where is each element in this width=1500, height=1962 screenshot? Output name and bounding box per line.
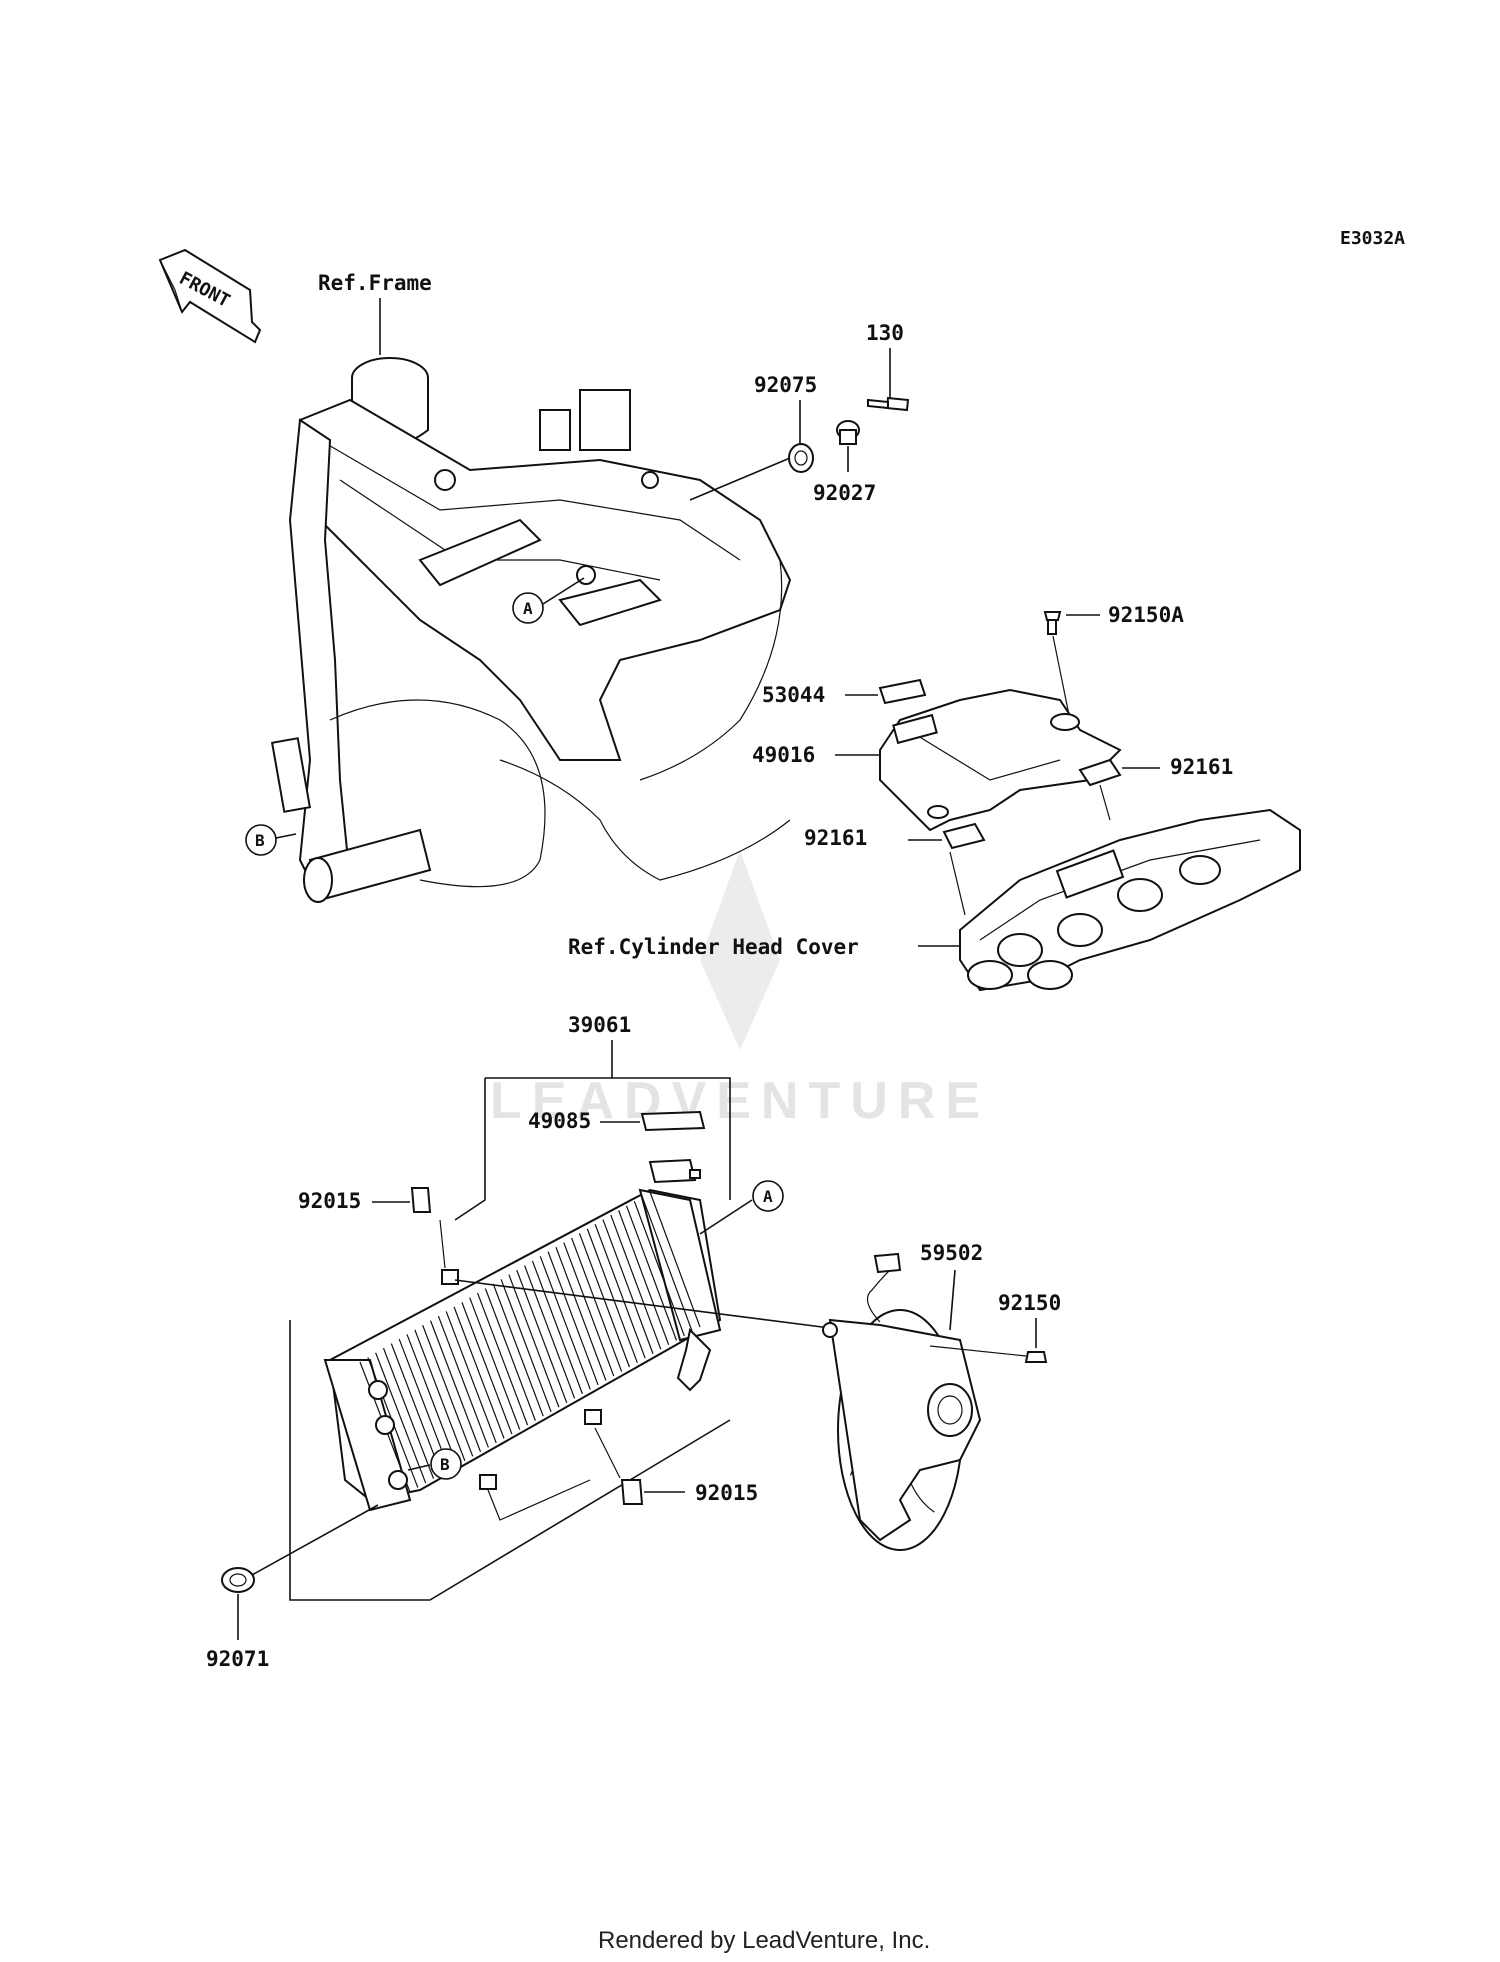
radiator-fin bbox=[555, 1246, 607, 1381]
frame-drawing bbox=[270, 357, 792, 903]
watermark-text: LEADVENTURE bbox=[490, 1072, 990, 1130]
part-label-92015-upper: 92015 bbox=[298, 1189, 361, 1213]
radiator-fin bbox=[508, 1274, 560, 1408]
radiator-fin bbox=[445, 1311, 497, 1444]
radiator-fin bbox=[610, 1214, 662, 1350]
part-label-92071: 92071 bbox=[206, 1647, 269, 1671]
bolt-130 bbox=[867, 396, 910, 412]
callout-a-radiator: A bbox=[699, 1180, 784, 1235]
callout-b-frame-text: B bbox=[255, 831, 265, 850]
callout-a-frame-text: A bbox=[523, 599, 533, 618]
cylinder-head-cover bbox=[959, 808, 1301, 992]
radiator-fin bbox=[633, 1200, 685, 1337]
radiator-fin bbox=[437, 1315, 489, 1448]
grommet-92071 bbox=[221, 1567, 255, 1593]
part-label-59502: 59502 bbox=[920, 1241, 983, 1265]
radiator-fin bbox=[539, 1256, 591, 1390]
part-label-130: 130 bbox=[866, 321, 904, 345]
radiator-fin bbox=[375, 1352, 427, 1484]
radiator-fin bbox=[563, 1242, 615, 1377]
part-label-92150a: 92150A bbox=[1108, 603, 1184, 627]
part-label-92161-left: 92161 bbox=[804, 826, 867, 850]
radiator-fin bbox=[429, 1320, 482, 1453]
radiator-fin bbox=[461, 1302, 513, 1435]
radiator-fin bbox=[492, 1283, 544, 1417]
radiator-fin bbox=[531, 1260, 583, 1395]
plate-49016 bbox=[879, 688, 1122, 832]
clip-92015-upper bbox=[410, 1187, 432, 1213]
callout-b-radiator: B bbox=[407, 1448, 462, 1480]
radiator-fin bbox=[649, 1191, 701, 1328]
radiator-fin bbox=[578, 1233, 631, 1368]
radiator-fin bbox=[390, 1343, 442, 1475]
fan-59502 bbox=[822, 1252, 982, 1551]
callout-a-frame: A bbox=[512, 577, 585, 624]
radiator-fin bbox=[469, 1297, 521, 1430]
front-arrow: FRONT bbox=[158, 248, 262, 344]
radiator-fin bbox=[618, 1210, 670, 1346]
part-label-92027: 92027 bbox=[813, 481, 876, 505]
radiator-fin bbox=[414, 1329, 466, 1461]
radiator-bracket bbox=[648, 1158, 701, 1184]
part-label-92075: 92075 bbox=[754, 373, 817, 397]
diagram-code: E3032A bbox=[1340, 228, 1405, 249]
grommet-92075 bbox=[788, 443, 814, 473]
radiator-fin bbox=[524, 1265, 576, 1399]
footer-credit: Rendered by LeadVenture, Inc. bbox=[598, 1927, 930, 1954]
part-label-92015-lower: 92015 bbox=[695, 1481, 758, 1505]
part-label-39061: 39061 bbox=[568, 1013, 631, 1037]
part-label-92150: 92150 bbox=[998, 1291, 1061, 1315]
callout-b-radiator-text: B bbox=[440, 1455, 450, 1474]
callout-b-frame: B bbox=[245, 824, 297, 856]
bolt-92150a bbox=[1043, 611, 1062, 635]
radiator-fin bbox=[571, 1237, 623, 1372]
radiator-fin bbox=[516, 1269, 568, 1404]
ref-frame-label: Ref.Frame bbox=[318, 271, 432, 295]
radiator-fin bbox=[477, 1292, 529, 1426]
tape-53044 bbox=[878, 678, 927, 705]
radiator-fin bbox=[625, 1205, 678, 1341]
radiator-fin bbox=[484, 1288, 536, 1421]
part-label-49085: 49085 bbox=[528, 1109, 591, 1133]
radiator-fin bbox=[382, 1348, 435, 1479]
radiator-fin bbox=[406, 1334, 458, 1466]
collar-92027 bbox=[836, 420, 860, 445]
radiator-fin bbox=[547, 1251, 599, 1386]
radiator bbox=[323, 1188, 722, 1512]
nut-92150 bbox=[1024, 1351, 1048, 1363]
radiator-fin bbox=[586, 1228, 638, 1363]
part-label-92161-right: 92161 bbox=[1170, 755, 1233, 779]
radiator-fin bbox=[398, 1338, 450, 1470]
radiator-fin bbox=[602, 1219, 654, 1354]
radiator-fin bbox=[500, 1279, 552, 1412]
ref-cylinder-head-cover-label: Ref.Cylinder Head Cover bbox=[568, 935, 859, 959]
radiator-fin bbox=[422, 1325, 474, 1457]
tape-49085 bbox=[640, 1110, 706, 1132]
clip-92015-lower bbox=[620, 1479, 644, 1505]
pad-92161-left bbox=[942, 822, 986, 850]
callout-a-radiator-text: A bbox=[763, 1187, 773, 1206]
part-label-49016: 49016 bbox=[752, 743, 815, 767]
part-label-53044: 53044 bbox=[762, 683, 825, 707]
radiator-fin bbox=[453, 1306, 505, 1439]
watermark: LEADVENTURE bbox=[490, 850, 990, 1130]
pad-92161-right bbox=[1078, 758, 1122, 787]
watermark-logo bbox=[700, 850, 780, 1050]
radiator-fin bbox=[594, 1223, 646, 1359]
